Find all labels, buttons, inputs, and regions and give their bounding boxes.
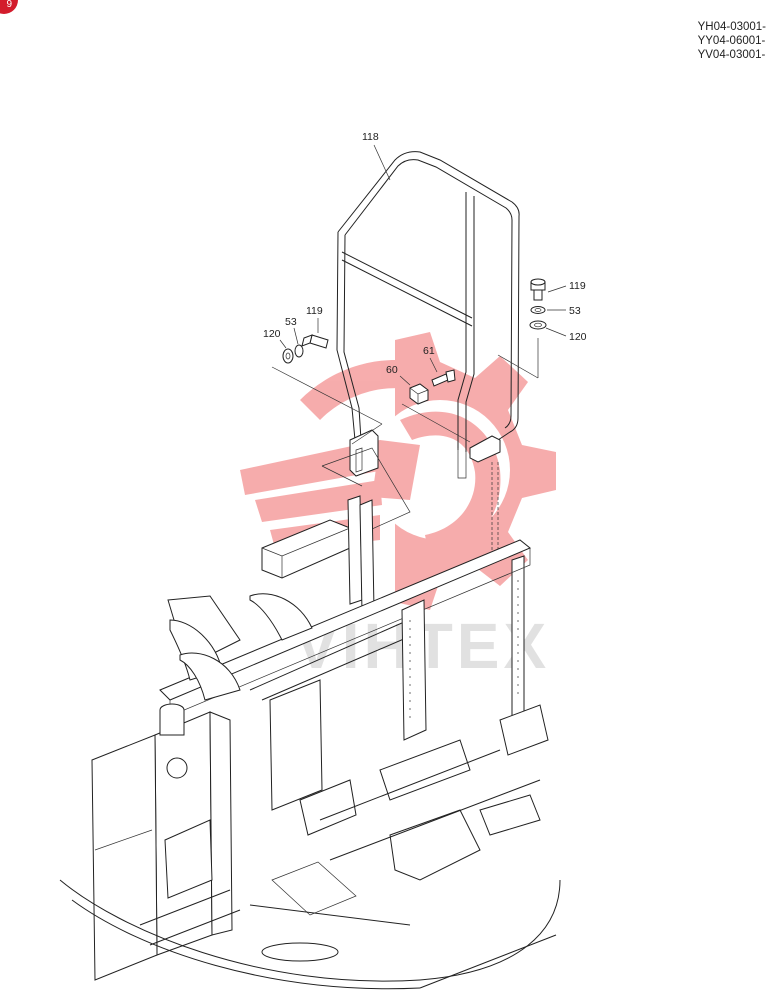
page-marker: 9 (6, 0, 12, 10)
alignment-guides (321, 447, 499, 560)
serial-number: YV04-03001- (697, 49, 766, 61)
callout-washer-right: 120 (569, 331, 587, 343)
callout-bolt-center: 61 (423, 345, 435, 357)
right-fastener-set: 119 53 120 (497, 278, 587, 379)
callout-guard: 118 (362, 131, 379, 143)
serial-number: YH04-03001- (697, 21, 766, 33)
callout-bolt-left: 119 (306, 305, 323, 317)
center-fastener-set: 61 60 (386, 345, 471, 443)
callout-bolt-right: 119 (569, 280, 586, 292)
machine-body (59, 495, 561, 990)
callout-spacer-center: 60 (386, 364, 398, 376)
callout-lockwasher-right: 53 (569, 305, 581, 317)
serial-number: YY04-06001- (697, 35, 766, 47)
serial-number-list: YH04-03001- YY04-06001- YV04-03001- (698, 20, 766, 62)
guard-frame: 118 (336, 131, 520, 479)
callout-washer-left: 120 (263, 328, 281, 340)
callout-lockwasher-left: 53 (285, 316, 297, 328)
left-fastener-set: 119 53 120 (263, 305, 383, 445)
